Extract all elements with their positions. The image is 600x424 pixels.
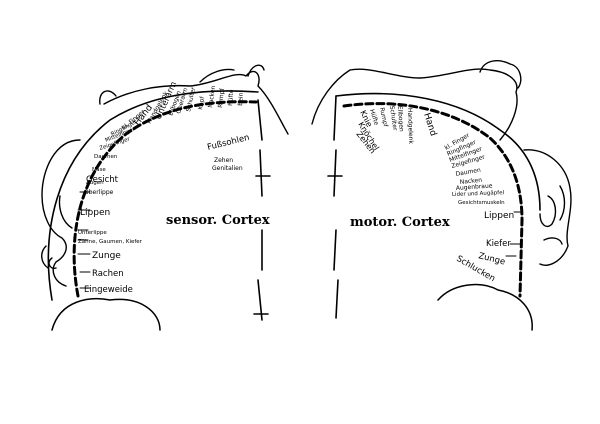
motor-label: Handgelenk — [406, 108, 414, 145]
motor-label: Schulter — [388, 105, 398, 131]
motor-label: Lider und Augäpfel — [452, 190, 505, 198]
sensory-label: Hüfte — [227, 89, 235, 106]
sensory-label: Daumen — [94, 154, 118, 160]
sensory-label: Fußsohlen — [206, 133, 250, 153]
motor-homunculus-face — [523, 149, 572, 266]
sensory-cortex-outer-arc — [47, 90, 259, 301]
motor-temporal-lobe — [437, 283, 533, 331]
sensory-label-group: Eingeweide Rachen Zunge Zähne, Gaumen, Kief… — [78, 80, 251, 295]
sensory-label: Unterlippe — [78, 230, 107, 236]
motor-label: Gesichtsmuskeln — [458, 200, 505, 206]
motor-label: Daumen — [455, 167, 481, 178]
motor-label: Rumpf — [378, 107, 389, 128]
sensory-central-fissure — [253, 99, 271, 321]
sensory-temporal-lobe — [51, 297, 161, 331]
motor-label: Hand — [421, 112, 438, 138]
motor-homunculus-mouth — [539, 195, 557, 228]
motor-label: Hüfte — [368, 108, 380, 126]
motor-cortex-title: motor. Cortex — [350, 215, 450, 230]
sensory-label: Lippen — [80, 208, 110, 218]
sensory-label: Zunge — [92, 251, 121, 261]
sensory-cortex-panel: Eingeweide Rachen Zunge Zähne, Gaumen, Kief… — [41, 64, 289, 331]
sensory-label: Gesicht — [86, 175, 119, 185]
sensory-label: Zehen — [214, 157, 233, 164]
sensory-label: Oberlippe — [84, 189, 114, 196]
motor-label: Ellbogen — [396, 106, 405, 133]
sensory-cortex-title: sensor. Cortex — [166, 213, 270, 228]
motor-homunculus-body — [311, 60, 522, 141]
motor-central-fissure — [327, 95, 343, 319]
sensory-label: Bein — [237, 92, 245, 106]
motor-label: Nacken — [459, 177, 482, 186]
motor-label: Lippen — [484, 211, 514, 221]
motor-label: Kiefer — [486, 239, 511, 249]
sensory-homunculus-lips — [41, 245, 57, 270]
motor-cortex-outer-arc — [335, 92, 541, 211]
sensory-label: Augen — [86, 180, 104, 186]
motor-label: Augenbraue — [456, 182, 493, 192]
motor-label-ticks — [505, 211, 521, 257]
sensory-label: Kopf — [197, 95, 206, 110]
sensory-label: Eingeweide — [84, 285, 133, 295]
motor-label: Zunge — [477, 251, 506, 267]
sensory-cortex-inner-arc — [72, 100, 258, 298]
sensory-label: Genitalien — [212, 165, 243, 172]
sensory-label-ticks — [77, 191, 91, 289]
sensory-label: Rachen — [92, 269, 124, 279]
sensory-label: Nacken — [207, 85, 217, 108]
sensory-homunculus-body — [99, 64, 289, 135]
motor-cortex-inner-arc — [342, 102, 524, 298]
sensory-label: Zähne, Gaumen, Kiefer — [78, 239, 143, 245]
sensory-label: Rumpf — [217, 87, 226, 108]
sensory-label: Nase — [92, 167, 106, 173]
